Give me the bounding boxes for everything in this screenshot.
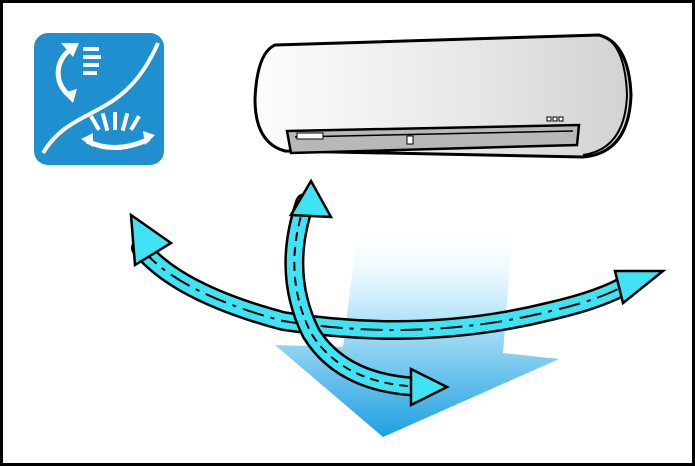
air-conditioner-unit [253,33,633,159]
vertical-swing-arrow [284,178,450,408]
horizontal-swing-arrow [129,212,667,340]
illustration-canvas [34,33,667,437]
airflow-swing-icon [34,33,164,165]
